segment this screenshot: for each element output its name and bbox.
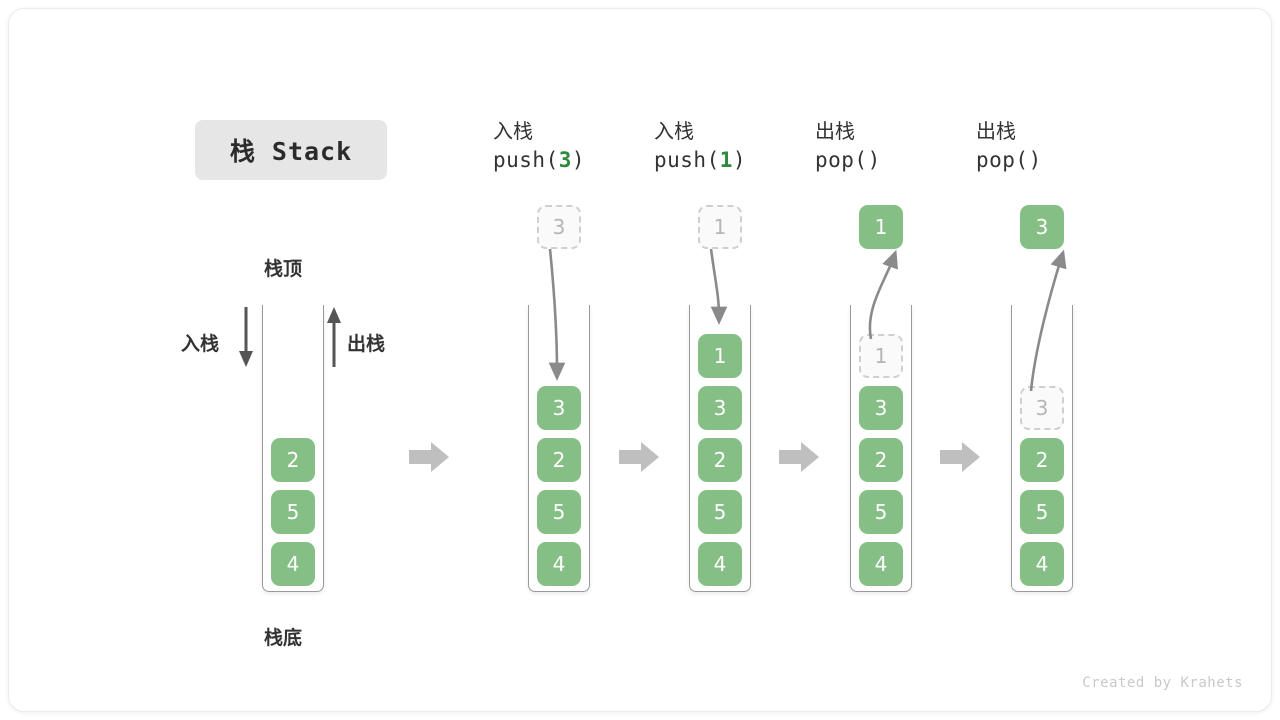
stack-cell: 4 [1020,542,1064,586]
column-operation-code: pop() [976,145,1042,175]
push-direction-label: 入栈 [181,333,220,355]
stack-cell: 1 [698,334,742,378]
credit-text: Created by Krahets [1082,675,1243,691]
motion-arrow-layer [548,248,1067,392]
code-suffix: ) [732,148,747,172]
pop-direction-label: 出栈 [347,333,386,355]
stack-cell: 5 [1020,490,1064,534]
transition-arrow-2 [619,440,659,474]
stack-cell: 3 [859,386,903,430]
stack-container-push-1 [689,305,751,592]
stack-cell: 1 [859,334,903,378]
floating-value-push-1: 1 [698,205,742,249]
stack-cell: 3 [698,386,742,430]
stack-cell: 3 [1020,386,1064,430]
stack-cell: 4 [859,542,903,586]
stack-cell: 2 [698,438,742,482]
stack-cell: 2 [271,438,315,482]
code-prefix: push( [493,148,559,172]
floating-value-pop-1: 1 [859,205,903,249]
push-down-arrow-icon [235,305,257,374]
code-argument: 3 [558,148,572,172]
stack-container-pop-1 [850,305,912,592]
floating-value-push-3: 3 [537,205,581,249]
code-suffix: ) [571,148,586,172]
code-prefix: pop( [815,148,868,172]
page-title: 栈 Stack [195,120,387,180]
stack-container-push-3 [528,305,590,592]
stack-cell: 2 [537,438,581,482]
transition-arrow-4 [940,440,980,474]
code-suffix: ) [867,148,881,172]
transition-arrow-1 [409,440,449,474]
stack-top-label: 栈顶 [264,258,303,280]
stack-container-pop-3 [1011,305,1073,592]
stack-cell: 4 [537,542,581,586]
stack-cell: 5 [271,490,315,534]
stack-cell: 4 [271,542,315,586]
stack-cell: 3 [537,386,581,430]
stack-cell: 5 [698,490,742,534]
code-prefix: pop( [976,148,1029,172]
stack-cell: 5 [537,490,581,534]
column-operation-label: 出栈 [815,119,855,143]
column-operation-code: push(1) [654,145,746,175]
pop-up-arrow-icon [323,305,345,374]
stack-cell: 5 [859,490,903,534]
stack-bottom-label: 栈底 [264,627,303,649]
code-argument: 1 [719,148,733,172]
column-operation-code: push(3) [493,145,585,175]
stack-container-initial [262,305,324,592]
transition-arrow-3 [779,440,819,474]
column-operation-code: pop() [815,145,881,175]
stack-cell: 2 [859,438,903,482]
code-prefix: push( [654,148,720,172]
column-operation-label: 出栈 [976,119,1016,143]
floating-value-pop-3: 3 [1020,205,1064,249]
code-suffix: ) [1028,148,1042,172]
column-operation-label: 入栈 [654,119,694,143]
stack-cell: 2 [1020,438,1064,482]
stack-cell: 4 [698,542,742,586]
column-operation-label: 入栈 [493,119,533,143]
